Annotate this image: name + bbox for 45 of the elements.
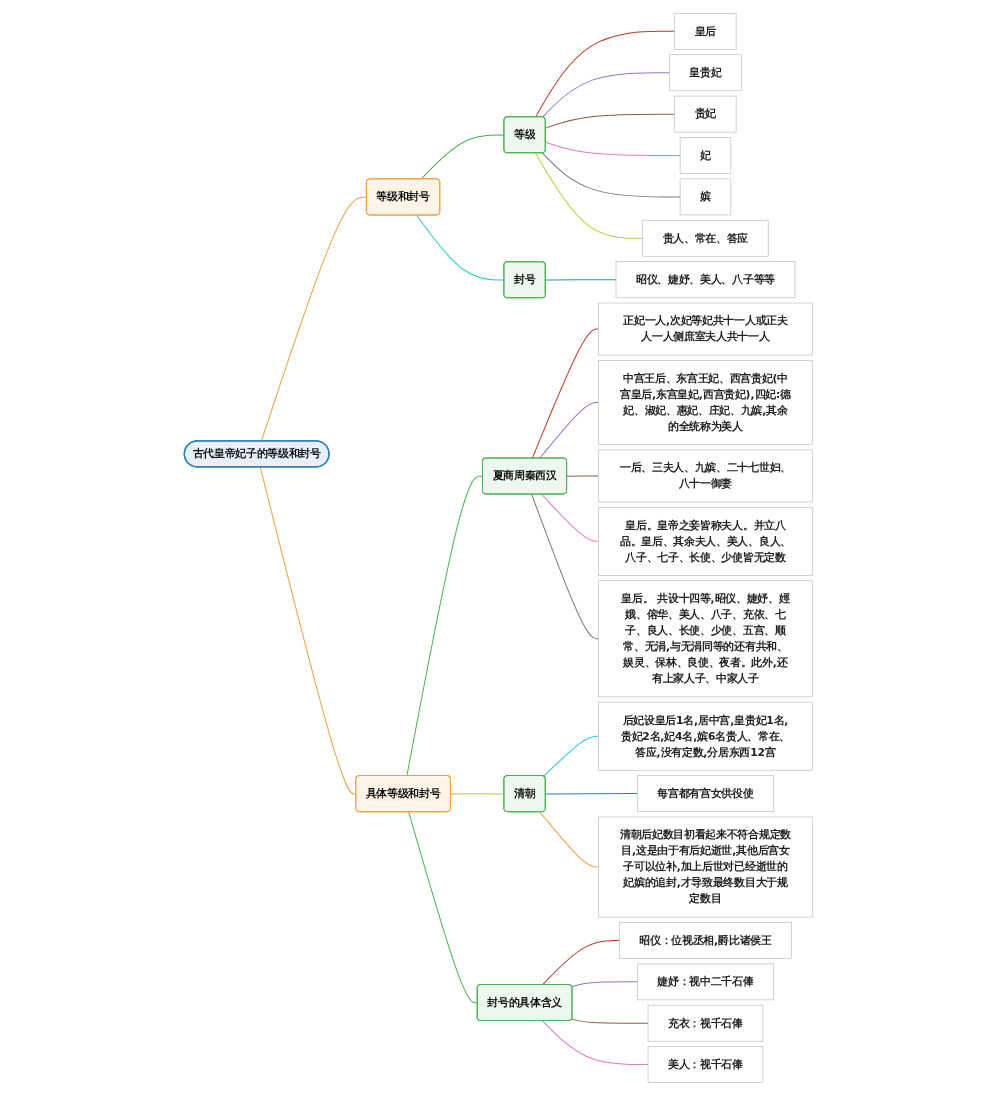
node-box: 皇贵妃 [668, 54, 742, 92]
connector [571, 1018, 649, 1024]
node-box: 皇后 [674, 13, 737, 50]
connector [540, 493, 599, 542]
connector [541, 1020, 649, 1066]
connector [531, 328, 599, 459]
node-box: 贵人、常在、答应 [642, 219, 769, 257]
connector [450, 793, 505, 795]
connector [406, 475, 484, 777]
node-box: 昭仪、婕妤、美人、八子等等 [615, 261, 795, 299]
connector [566, 475, 599, 477]
connector [541, 152, 681, 198]
node-box: 嫔 [679, 178, 731, 216]
node-box: 婕妤：视中二千石俸 [636, 963, 774, 1001]
node-box: 妃 [679, 137, 731, 174]
node-box: 皇后。皇帝之妾皆称夫人。并立八品。皇后、其余夫人、美人、良人、八子、七子、长使、少使皆无定数 [598, 506, 813, 576]
connector [539, 811, 599, 868]
node-box: 充衣：视千石俸 [647, 1004, 763, 1042]
connector [541, 939, 620, 986]
node-box: 美人：视千石俸 [647, 1046, 763, 1083]
connector [407, 811, 478, 1004]
node-box: 昭仪：位视丞相,爵比诸侯王 [618, 922, 792, 959]
node-box: 一后、三夫人、九嫔、二十七世妇、八十一御妻 [598, 449, 813, 503]
connector [544, 141, 681, 157]
connector [534, 152, 643, 239]
connector [544, 113, 675, 129]
connector [534, 30, 675, 118]
connector [542, 735, 599, 777]
node-box: 皇后。 共设十四等,昭仪、婕妤、娙娥、傛华、美人、八子、充依、七子、良人、长使、少使、五宫、顺常、无涓,与无涓同等的还有共和、娱灵、保林、良使、夜者。此外,还有上家人子、中家人子 [598, 580, 813, 698]
connector [544, 793, 638, 795]
connector [260, 196, 367, 442]
node-box: 清朝后妃数目初看起来不符合规定数目,这是由于有后妃逝世,其他后宫女子可以位补,加上后世对已经逝世的妃嫔的追封,才导致最终数目大于规定数目 [598, 816, 813, 918]
connector [415, 214, 505, 281]
connector [541, 72, 670, 118]
connector [420, 134, 505, 180]
node-box: 每宫都有宫女供役使 [636, 775, 774, 812]
node-box: 中宫王后、东宫王妃、西宫贵妃(中宫皇后,东宫皇妃,西宫贵妃),四妃:德妃、淑妃、惠妃、庄妃、九嫔,其余的全统称为美人 [598, 360, 813, 445]
connector [571, 981, 638, 988]
connector [259, 466, 357, 795]
node-box: 贵妃 [674, 95, 737, 133]
node-box: 后妃设皇后1名,居中宫,皇贵妃1名,贵妃2名,妃4名,嫔6名贵人、常在、答应,没有定数,分居东西12宫 [598, 701, 813, 771]
node-box: 正妃一人,次妃等妃共十一人或正夫人一人侧庶室夫人共十一人 [598, 302, 813, 356]
connector [539, 402, 599, 459]
connector [544, 279, 617, 281]
connector [530, 493, 599, 640]
